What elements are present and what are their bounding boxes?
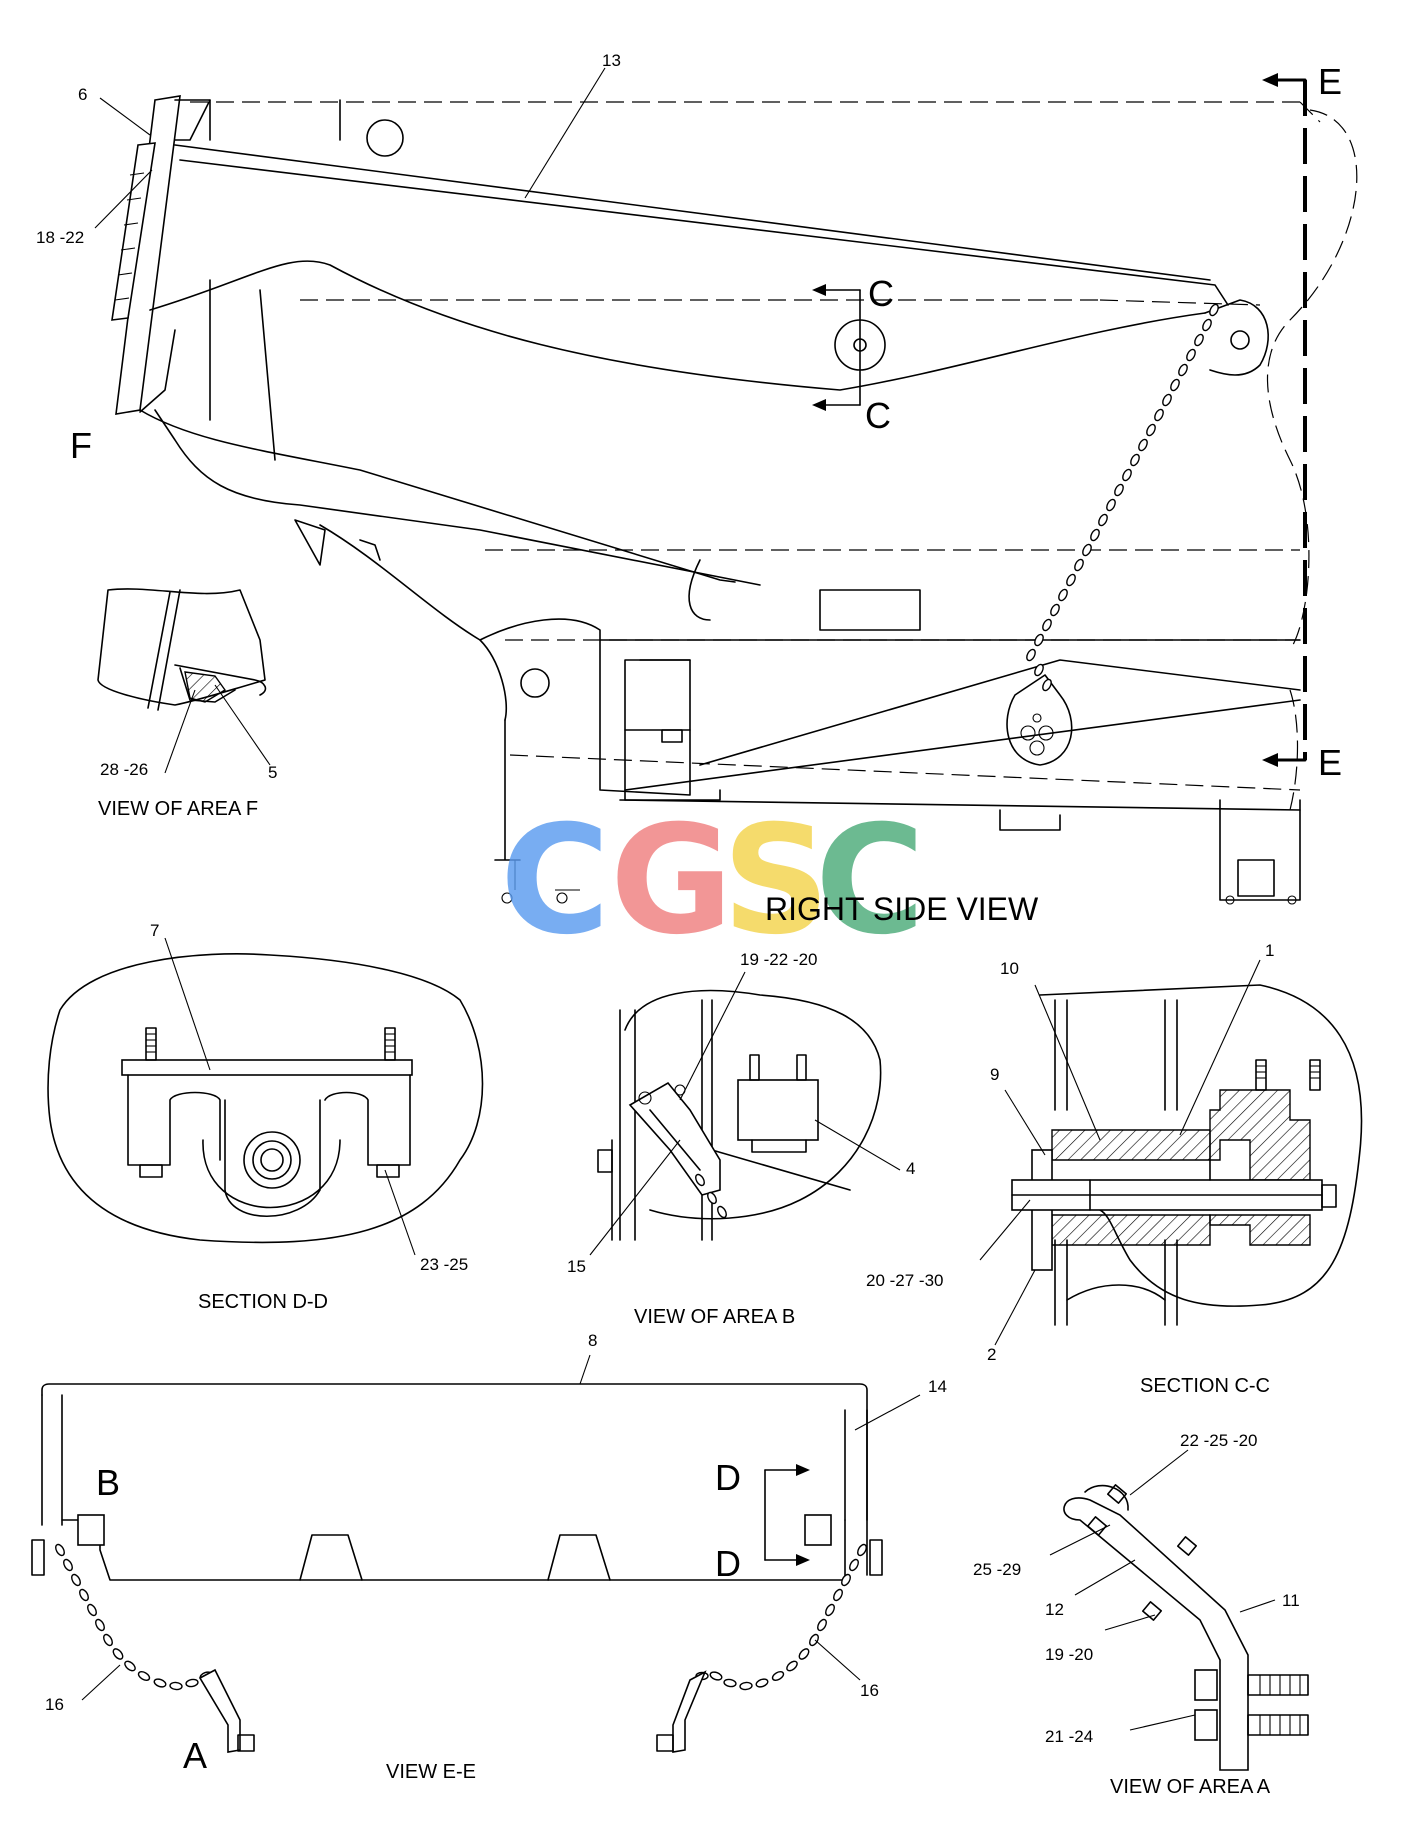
- right-side-view: [111, 73, 1358, 905]
- callout: 14: [928, 1377, 947, 1396]
- callout: 4: [906, 1159, 915, 1178]
- marker-d-bottom: D: [715, 1543, 741, 1584]
- callout: 28 -26: [100, 760, 148, 779]
- callout: 1: [1265, 941, 1274, 960]
- view-title-section-dd: SECTION D-D: [198, 1291, 328, 1313]
- callout: 9: [990, 1065, 999, 1084]
- marker-d-top: D: [715, 1457, 741, 1498]
- callouts: 13 6 18 -22 28 -26 5 7 23 -25 19 -22 -20…: [36, 51, 1300, 1746]
- callout: 19 -22 -20: [740, 950, 818, 969]
- callout: 16: [860, 1681, 879, 1700]
- view-title-area-b: VIEW OF AREA B: [634, 1306, 795, 1328]
- view-title-area-f: VIEW OF AREA F: [98, 798, 258, 820]
- view-area-a: [1063, 1484, 1309, 1771]
- watermark-letter: S: [722, 794, 830, 968]
- callout: 15: [567, 1257, 586, 1276]
- view-title-section-cc: SECTION C-C: [1140, 1375, 1270, 1397]
- callout: 19 -20: [1045, 1645, 1093, 1664]
- callout: 25 -29: [973, 1560, 1021, 1579]
- left-chain: [53, 1542, 214, 1691]
- callout: 18 -22: [36, 228, 84, 247]
- callout: 5: [268, 763, 277, 782]
- callout: 6: [78, 85, 87, 104]
- marker-c-bottom: C: [865, 395, 891, 436]
- callout: 13: [602, 51, 621, 70]
- callout: 20 -27 -30: [866, 1271, 944, 1290]
- view-title-right-side: RIGHT SIDE VIEW: [765, 891, 1039, 927]
- watermark-letter: C: [815, 794, 925, 968]
- callout: 11: [1282, 1591, 1300, 1610]
- callout: 10: [1000, 959, 1019, 978]
- marker-e-bottom: E: [1318, 742, 1342, 783]
- callout: 22 -25 -20: [1180, 1431, 1258, 1450]
- leader-lines: [81, 67, 1276, 1731]
- section-cc: [1011, 984, 1363, 1326]
- marker-f: F: [70, 425, 92, 466]
- section-dd: [47, 953, 484, 1244]
- view-title-ee: VIEW E-E: [386, 1761, 476, 1783]
- view-area-b: [597, 989, 882, 1241]
- watermark-letter: G: [610, 794, 733, 968]
- watermark-letter: C: [500, 794, 610, 968]
- cgsc-watermark: C G S C: [500, 794, 925, 968]
- callout: 12: [1045, 1600, 1064, 1619]
- view-title-area-a: VIEW OF AREA A: [1110, 1776, 1271, 1798]
- view-ee: [31, 1383, 883, 1753]
- callout: 23 -25: [420, 1255, 468, 1274]
- callout: 8: [588, 1331, 597, 1350]
- view-area-f: [97, 588, 267, 711]
- callout: 16: [45, 1695, 64, 1714]
- marker-a: A: [183, 1735, 207, 1776]
- callout: 7: [150, 921, 159, 940]
- callout: 2: [987, 1345, 996, 1364]
- marker-e-top: E: [1318, 61, 1342, 102]
- marker-c-top: C: [868, 273, 894, 314]
- callout: 21 -24: [1045, 1727, 1093, 1746]
- lift-chain: [1024, 302, 1221, 693]
- marker-b: B: [96, 1462, 120, 1503]
